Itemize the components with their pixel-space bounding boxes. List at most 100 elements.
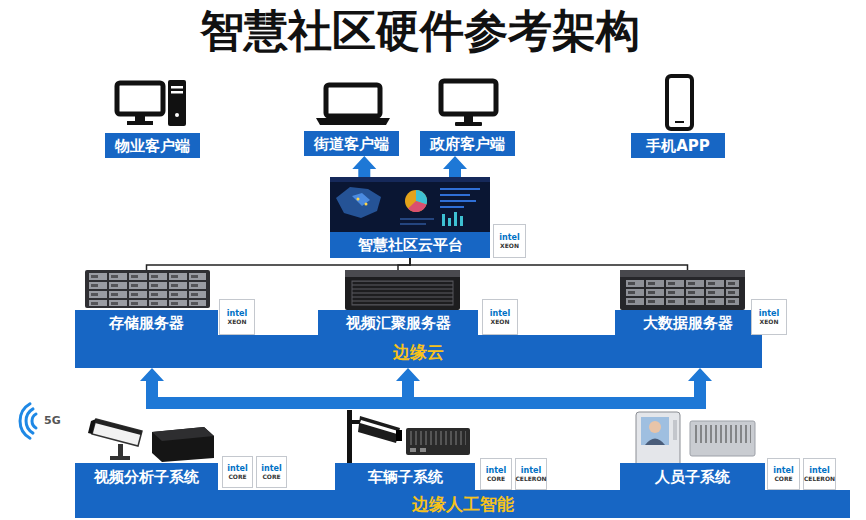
dashboard-screenshot-part (454, 212, 457, 226)
pole-camera-part (360, 420, 398, 434)
bigdata-server-part (620, 270, 745, 277)
dashboard-screenshot-part (442, 214, 445, 226)
node-text: 政府客户端 (430, 135, 505, 153)
bullet-camera-part (110, 456, 130, 460)
signal-5g-icon-part (20, 404, 30, 439)
label-strip: 人员子系统 (620, 463, 765, 490)
storage-server-part (85, 270, 210, 308)
desktop-icon-part (171, 86, 183, 89)
intel-logo: intelXEON (482, 299, 518, 335)
analysis-box-part (152, 427, 214, 441)
vehicle-box-part (406, 428, 470, 455)
band-strip: 边缘云 (75, 335, 762, 368)
client-box: 手机APP (631, 133, 725, 158)
video-server-part (352, 281, 453, 305)
desktop-icon-part (175, 113, 179, 117)
dashboard-screenshot-part (440, 206, 464, 208)
dashboard-screenshot-part (408, 201, 427, 212)
connector (443, 156, 467, 177)
subsystem-node: 车辆子系统 (335, 410, 475, 490)
dashboard-screenshot-part (365, 203, 368, 206)
client-box: 物业客户端 (105, 133, 200, 158)
phone-icon-part (675, 121, 684, 123)
logo-product: CELERON (515, 475, 546, 483)
node-text: 手机APP (646, 137, 710, 155)
signal-5g-icon (20, 404, 36, 439)
dashboard-screenshot-part (405, 190, 427, 212)
logo-brand: intel (499, 233, 519, 242)
video-server-part (352, 281, 453, 305)
laptop-icon-part (326, 85, 380, 116)
intel-logo: intelXEON (219, 299, 255, 335)
video-server (345, 270, 460, 310)
laptop-icon (316, 85, 390, 125)
desktop-icon-part (117, 83, 163, 114)
logo-product: XEON (491, 318, 510, 326)
phone-icon (667, 76, 692, 129)
person-box (690, 421, 755, 456)
dashboard-screenshot-part (460, 216, 463, 226)
pole-camera-part (358, 416, 400, 443)
subsystem-node: 视频分析子系统 (75, 410, 218, 490)
intel-logo: intelXEON (751, 299, 787, 335)
logo-product: XEON (760, 318, 779, 326)
logo-product: XEON (500, 242, 519, 250)
connector (147, 258, 411, 270)
edge-ai-band: 边缘人工智能 视频分析子系统 车辆子系统 人员子系统 (75, 410, 850, 518)
dashboard-screenshot-part (357, 198, 360, 201)
bracket-line (410, 258, 688, 270)
fat-arrow (443, 156, 467, 177)
logo-brand: intel (773, 466, 793, 475)
face-kiosk-part (636, 412, 680, 466)
person-box-part (694, 425, 751, 443)
label-strip: 车辆子系统 (335, 463, 475, 490)
face-kiosk (636, 412, 680, 466)
cloud-platform: 智慧社区云平台 (330, 177, 490, 258)
dashboard-screenshot (330, 177, 490, 233)
face-kiosk-part (645, 439, 665, 446)
signal-5g-icon-part (26, 409, 33, 433)
pole-camera-part (347, 410, 352, 464)
logo-product: CORE (774, 475, 792, 483)
desktop-icon-part (127, 121, 153, 125)
monitor-icon-part (441, 81, 496, 114)
signal-label: 5G (44, 414, 61, 427)
fat-arrow (352, 156, 376, 177)
client-box: 政府客户端 (420, 131, 515, 156)
bullet-camera-part (118, 444, 123, 458)
logo-brand: intel (486, 466, 506, 475)
dashboard-screenshot-part (352, 193, 370, 206)
storage-server (85, 270, 210, 308)
node-text: 视频分析子系统 (94, 468, 199, 486)
dashboard-screenshot-part (440, 194, 470, 196)
logo-brand: intel (759, 309, 779, 318)
bullet-camera-part (88, 419, 96, 434)
monitor-icon-part (455, 122, 482, 126)
connector (352, 156, 376, 177)
node-text: 存储服务器 (109, 314, 184, 332)
video-server-part (345, 270, 460, 310)
video-server-part (345, 270, 460, 277)
fat-arrow (140, 368, 164, 399)
desktop-icon-part (171, 91, 183, 94)
dashboard-screenshot-part (440, 200, 476, 202)
logo-product: XEON (228, 318, 247, 326)
desktop-icon-part (135, 114, 145, 121)
intel-logo: intelCORE (480, 458, 512, 490)
logo-brand: intel (261, 464, 281, 473)
node-text: 边缘云 (393, 343, 444, 361)
dashboard-screenshot-part (440, 188, 480, 190)
dashboard-screenshot-part (448, 218, 451, 226)
dashboard-screenshot-part (330, 177, 490, 233)
person-box-part (690, 421, 755, 456)
intel-logo: intelXEON (493, 224, 526, 258)
node-text: 边缘人工智能 (412, 495, 514, 513)
logo-brand: intel (227, 464, 247, 473)
logo-brand: intel (490, 309, 510, 318)
node-text: 视频汇聚服务器 (346, 314, 451, 332)
dashboard-screenshot-part (400, 223, 426, 225)
label-strip: 大数据服务器 (615, 310, 760, 335)
band-strip: 边缘人工智能 (75, 490, 850, 518)
